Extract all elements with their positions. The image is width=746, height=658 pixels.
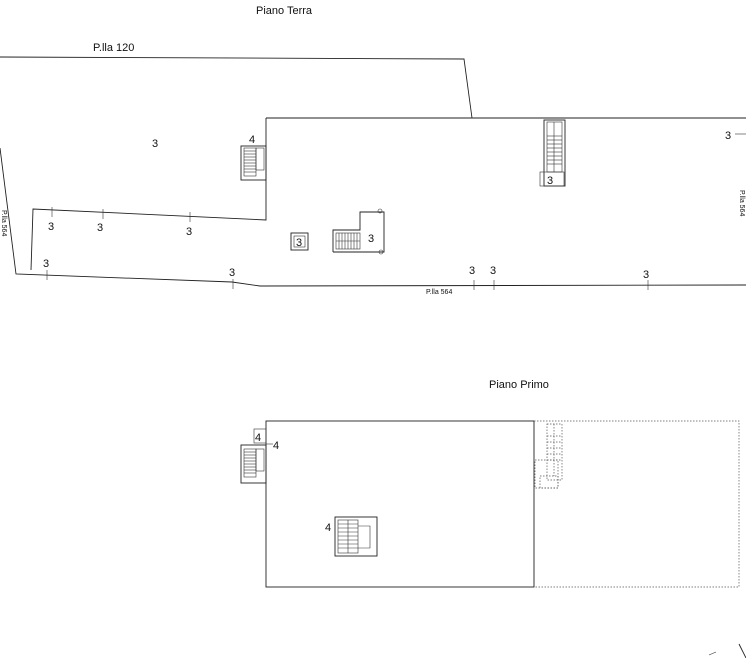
label-3: 3	[490, 265, 496, 277]
label-3: 3	[725, 130, 731, 142]
first-floor-outline	[265, 420, 535, 588]
label-4: 4	[255, 432, 261, 444]
label-3: 3	[547, 175, 553, 187]
label-3: 3	[643, 269, 649, 281]
first-stair-center	[334, 516, 378, 557]
parcel-564-label-west: P.lla 564	[0, 210, 7, 236]
north-arrow-icon	[708, 643, 746, 658]
first-floor-extension	[534, 420, 740, 588]
parcel-120-boundary	[0, 56, 473, 119]
ground-lift	[290, 232, 309, 251]
parcel-120-label: P.lla 120	[93, 42, 134, 54]
first-stair-left	[240, 428, 273, 484]
ground-floor-title: Piano Terra	[256, 5, 313, 17]
label-3: 3	[43, 258, 49, 270]
label-3: 3	[186, 226, 192, 238]
ground-floor-inner-wall	[30, 118, 267, 271]
label-4: 4	[249, 134, 255, 146]
label-3: 3	[97, 222, 103, 234]
ground-floor-ticks	[46, 133, 746, 290]
label-3: 3	[152, 138, 158, 150]
ground-stair-center	[332, 208, 385, 255]
label-3: 3	[469, 265, 475, 277]
parcel-564-label-east: P.lla 564	[738, 190, 745, 216]
parcel-564-label: P.lla 564	[426, 289, 452, 296]
label-4: 4	[273, 440, 279, 452]
label-3: 3	[296, 237, 302, 249]
label-4: 4	[325, 522, 331, 534]
label-3: 3	[48, 221, 54, 233]
first-floor-title: Piano Primo	[489, 379, 549, 391]
label-3: 3	[229, 267, 235, 279]
ground-stair-right	[539, 119, 566, 187]
label-3: 3	[368, 233, 374, 245]
ground-stair-left	[240, 145, 267, 181]
first-stair-right	[534, 423, 563, 489]
ground-floor-south-wall	[0, 147, 746, 287]
